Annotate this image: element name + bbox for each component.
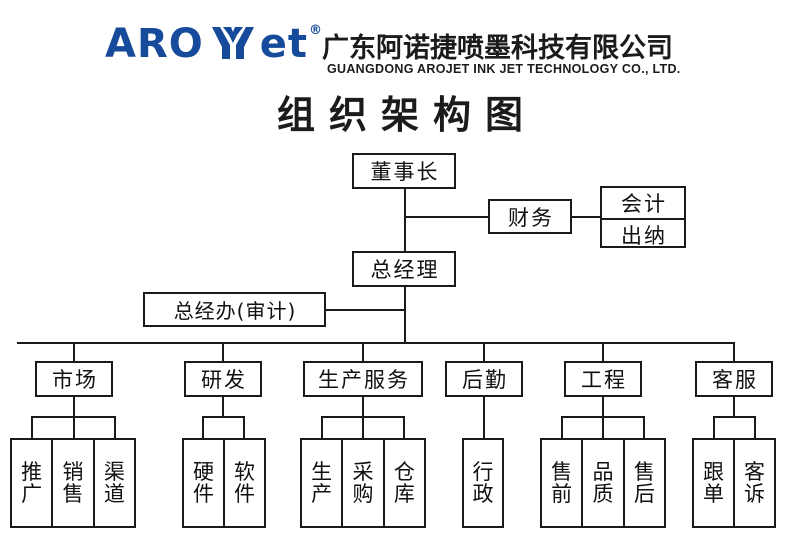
node-manufacturing-label: 生产: [311, 459, 333, 506]
connector-market-child-3: [114, 416, 116, 438]
node-promotion: 推广: [12, 440, 54, 526]
node-quality-label: 品质: [592, 459, 614, 506]
node-order-follow-up: 跟单: [694, 440, 735, 526]
node-general-manager: 总经理: [352, 251, 456, 287]
node-warehouse: 仓库: [385, 440, 424, 526]
node-purchasing: 采购: [343, 440, 385, 526]
node-service-children: 跟单 客诉: [692, 438, 776, 528]
node-complaints: 客诉: [735, 440, 774, 526]
node-quality: 品质: [583, 440, 625, 526]
node-service: 客服: [695, 361, 773, 397]
arojet-leaf-mark-icon: [210, 25, 256, 63]
node-engineering-children: 售前 品质 售后: [540, 438, 666, 528]
connector-bus-rnd: [222, 342, 224, 361]
connector-bus-production: [362, 342, 364, 361]
connector-engineering-down: [602, 397, 604, 416]
connector-finance-accounting: [572, 216, 600, 218]
connector-market-child-1: [31, 416, 33, 438]
node-administration: 行政: [464, 440, 502, 526]
node-administration-label: 行政: [472, 459, 494, 506]
node-channel-label: 渠道: [103, 459, 125, 506]
connector-bus-service: [733, 342, 735, 361]
node-promotion-label: 推广: [21, 459, 43, 506]
node-logistics-children: 行政: [462, 438, 504, 528]
node-pre-sales-label: 售前: [551, 459, 573, 506]
connector-engineering-child-3: [643, 416, 645, 438]
connector-department-bus: [17, 342, 735, 344]
connector-bus-market: [73, 342, 75, 361]
connector-rnd-down: [222, 397, 224, 416]
connector-engineering-child-2: [602, 416, 604, 438]
logo-text-et: et: [259, 21, 309, 67]
node-finance: 财务: [488, 199, 572, 234]
node-hardware: 硬件: [184, 440, 225, 526]
connector-market-down: [73, 397, 75, 416]
registered-trademark-icon: ®: [309, 22, 323, 38]
connector-service-down: [733, 397, 735, 416]
node-warehouse-label: 仓库: [393, 459, 415, 506]
page-header: ARO et ® 广东阿诺捷喷墨科技有限公司 GUANGDONG AROJET …: [0, 10, 800, 77]
node-market: 市场: [35, 361, 113, 397]
node-sales-label: 销售: [62, 459, 84, 506]
node-software: 软件: [225, 440, 264, 526]
connector-service-child-2: [754, 416, 756, 438]
node-software-label: 软件: [234, 459, 255, 506]
node-rnd-children: 硬件 软件: [182, 438, 266, 528]
connector-gm-trunk: [404, 287, 406, 343]
connector-production-child-1: [321, 416, 323, 438]
connector-bus-logistics: [483, 342, 485, 361]
connector-engineering-child-1: [561, 416, 563, 438]
connector-market-child-2: [73, 416, 75, 438]
node-logistics: 后勤: [445, 361, 523, 397]
connector-rnd-child-1: [202, 416, 204, 438]
page-title: 组织架构图: [276, 93, 537, 137]
connector-chairman-finance: [404, 216, 488, 218]
connector-chairman-trunk: [404, 189, 406, 251]
node-gm-office: 总经办(审计): [143, 292, 326, 327]
node-channel: 渠道: [95, 440, 134, 526]
node-after-sales: 售后: [625, 440, 664, 526]
connector-logistics-child: [483, 397, 485, 438]
node-rnd: 研发: [184, 361, 262, 397]
connector-production-child-3: [403, 416, 405, 438]
company-name-cn: 广东阿诺捷喷墨科技有限公司: [322, 33, 673, 64]
connector-rnd-child-2: [243, 416, 245, 438]
node-cashier: 出纳: [621, 224, 667, 248]
node-production: 生产服务: [303, 361, 423, 397]
connector-bus-engineering: [602, 342, 604, 361]
node-market-children: 推广 销售 渠道: [10, 438, 136, 528]
node-purchasing-label: 采购: [352, 459, 374, 506]
connector-production-down: [362, 397, 364, 416]
node-engineering: 工程: [564, 361, 642, 397]
company-name-en: GUANGDONG AROJET INK JET TECHNOLOGY CO.,…: [327, 62, 681, 76]
node-after-sales-label: 售后: [633, 459, 655, 506]
connector-rnd-bar: [202, 416, 244, 418]
node-production-children: 生产 采购 仓库: [300, 438, 426, 528]
logo-text-aro: ARO: [105, 21, 204, 67]
node-sales: 销售: [53, 440, 95, 526]
connector-production-child-2: [362, 416, 364, 438]
node-pre-sales: 售前: [542, 440, 584, 526]
node-hardware-label: 硬件: [193, 459, 214, 506]
node-complaints-label: 客诉: [744, 459, 765, 506]
node-finance-children: 会计 出纳: [600, 186, 686, 248]
node-accountant: 会计: [602, 188, 684, 220]
connector-gm-office: [326, 309, 405, 311]
node-manufacturing: 生产: [302, 440, 344, 526]
company-logo: ARO et ®: [105, 21, 323, 67]
connector-service-child-1: [713, 416, 715, 438]
node-chairman: 董事长: [352, 153, 456, 189]
node-order-follow-up-label: 跟单: [703, 459, 724, 506]
connector-service-bar: [713, 416, 755, 418]
